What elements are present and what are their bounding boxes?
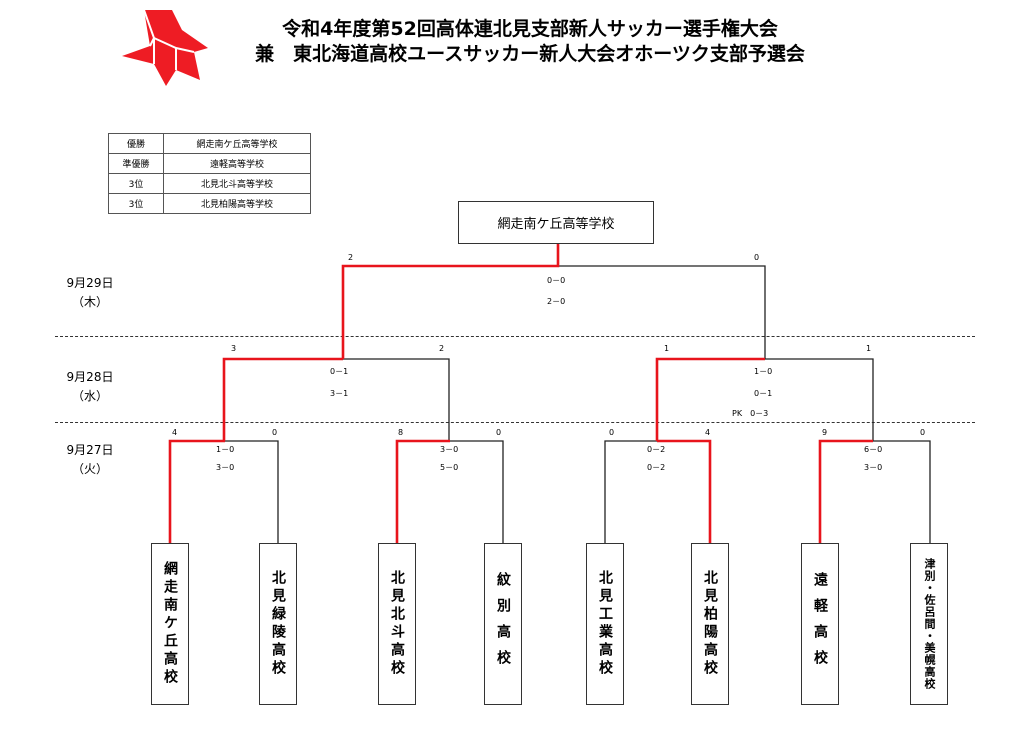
score-label: 9 [822,428,828,437]
date-label: 9月28日 [66,370,114,384]
half-score: 3－1 [330,389,349,398]
divider [55,422,975,423]
half-score: 1－0 [216,445,235,454]
team-name: 北見緑陵高校 [270,570,286,678]
table-row: 優勝 網走南ケ丘高等学校 [108,133,311,154]
page-title: 令和4年度第52回高体連北見支部新人サッカー選手権大会 [282,18,778,40]
team-box: 北見工業高校 [586,543,624,705]
page-subtitle: 兼 東北海道高校ユースサッカー新人大会オホーツク支部予選会 [255,43,805,65]
school-cell: 北見柏陽高等学校 [163,193,311,214]
team-box: 津別・佐呂間・美幌高校 [910,543,948,705]
pk-score: PK 0－3 [732,409,769,418]
score-label: 1 [664,344,670,353]
weekday-label: （水） [71,389,108,403]
half-score: 3－0 [864,463,883,472]
half-score: 5－0 [440,463,459,472]
team-name: 遠軽高校 [812,572,828,676]
team-box: 網走南ケ丘高校 [151,543,189,705]
team-name: 紋別高校 [495,572,511,676]
score-label: 3 [231,344,237,353]
date-sep28: 9月28日 （水） [62,368,118,406]
score-label: 4 [172,428,178,437]
score-label: 2 [439,344,445,353]
team-name: 津別・佐呂間・美幌高校 [923,558,936,690]
weekday-label: （火） [71,462,108,476]
half-score: 3－0 [440,445,459,454]
score-label: 0 [272,428,278,437]
half-score: 0－1 [330,367,349,376]
date-sep27: 9月27日 （火） [62,441,118,479]
team-name: 北見北斗高校 [389,570,405,678]
results-table: 優勝 網走南ケ丘高等学校 準優勝 遠軽高等学校 3位 北見北斗高等学校 3位 北… [108,133,311,214]
date-label: 9月27日 [66,443,114,457]
divider [55,336,975,337]
half-score: 0－1 [754,389,773,398]
score-label: 0 [496,428,502,437]
team-name: 北見工業高校 [597,570,613,678]
score-label: 0 [920,428,926,437]
team-box: 紋別高校 [484,543,522,705]
half-score: 0－0 [547,276,566,285]
table-row: 3位 北見柏陽高等学校 [108,193,311,214]
table-row: 準優勝 遠軽高等学校 [108,153,311,174]
half-score: 1－0 [754,367,773,376]
team-box: 遠軽高校 [801,543,839,705]
logo-icon [122,9,208,86]
champion-box: 網走南ケ丘高等学校 [458,201,654,244]
score-label: 2 [348,253,354,262]
team-box: 北見柏陽高校 [691,543,729,705]
half-score: 2－0 [547,297,566,306]
team-box: 北見北斗高校 [378,543,416,705]
score-label: 4 [705,428,711,437]
score-label: 8 [398,428,404,437]
team-box: 北見緑陵高校 [259,543,297,705]
score-label: 0 [609,428,615,437]
table-row: 3位 北見北斗高等学校 [108,173,311,194]
half-score: 3－0 [216,463,235,472]
date-label: 9月29日 [66,276,114,290]
date-sep29: 9月29日 （木） [62,274,118,312]
team-name: 網走南ケ丘高校 [162,561,178,687]
half-score: 0－2 [647,463,666,472]
half-score: 6－0 [864,445,883,454]
weekday-label: （木） [71,295,108,309]
score-label: 0 [754,253,760,262]
score-label: 1 [866,344,872,353]
team-name: 北見柏陽高校 [702,570,718,678]
half-score: 0－2 [647,445,666,454]
